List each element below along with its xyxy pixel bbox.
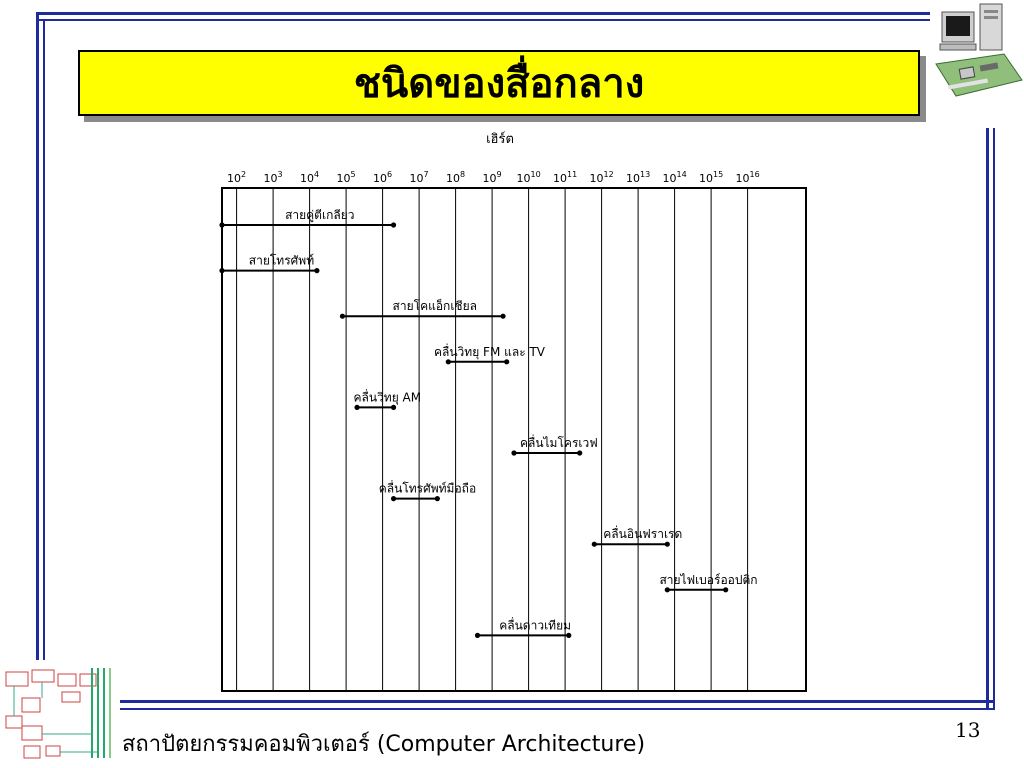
frame-top-line-2	[36, 19, 930, 21]
range-end-dot	[504, 359, 510, 365]
frame-left-line-2	[43, 19, 45, 660]
range-label: คลื่นอินฟราเรด	[603, 525, 682, 541]
frame-left-line-1	[36, 12, 39, 660]
block-diagram-thumbnail-icon	[5, 668, 111, 759]
range-end-dot	[566, 632, 572, 639]
range-label: สายโทรศัพท์	[249, 254, 314, 268]
tick-label: 103	[264, 170, 283, 185]
frame-top-line-1	[36, 12, 930, 15]
range-end-dot	[390, 404, 397, 410]
title-box: ชนิดของสื่อกลาง	[78, 50, 920, 116]
range-start-dot	[219, 268, 225, 274]
frame-bottom-line-1	[120, 700, 995, 703]
range-label: คลื่นวิทยุ FM และ TV	[434, 343, 546, 360]
footer-course-title: สถาปัตยกรรมคอมพิวเตอร์ (Computer Archite…	[122, 732, 646, 757]
range-start-dot	[511, 450, 517, 456]
range-start-dot	[474, 632, 481, 639]
range-start-dot	[445, 359, 451, 365]
tick-label: 102	[227, 170, 246, 185]
tick-label: 1011	[553, 170, 577, 185]
range-label: คลื่นโทรศัพท์มือถือ	[379, 480, 476, 496]
axis-unit-label: เฮิร์ต	[486, 131, 514, 147]
tick-label: 1014	[663, 170, 687, 185]
range-end-dot	[434, 496, 440, 502]
tick-label: 106	[373, 170, 392, 185]
tick-label: 1013	[626, 170, 650, 185]
tick-label: 1010	[517, 170, 541, 185]
range-label: คลื่นวิทยุ AM	[353, 388, 421, 405]
tick-label: 109	[483, 170, 502, 185]
tick-label: 108	[446, 170, 465, 185]
computer-illustration-icon	[935, 3, 1023, 97]
tick-label: 1015	[699, 170, 723, 185]
range-start-dot	[339, 313, 346, 319]
range-label: สายคู่ตีเกลียว	[285, 208, 354, 223]
frame-right-line-1	[986, 128, 989, 710]
range-start-dot	[664, 587, 670, 593]
frame-bottom-line-2	[120, 708, 995, 710]
range-end-dot	[314, 268, 320, 274]
range-end-dot	[577, 450, 583, 456]
range-end-dot	[390, 222, 397, 228]
range-start-dot	[591, 541, 597, 547]
tick-label: 1016	[736, 170, 760, 185]
range-label: คลื่นไมโครเวฟ	[520, 434, 598, 450]
tick-label: 107	[410, 170, 429, 185]
range-end-dot	[723, 587, 729, 593]
page-number: 13	[955, 718, 981, 742]
range-label: สายโคแอ็กเชียล	[393, 298, 477, 313]
tick-label: 105	[337, 170, 356, 185]
tick-label: 1012	[590, 170, 614, 185]
range-start-dot	[354, 404, 360, 410]
tick-label: 104	[300, 170, 319, 185]
range-end-dot	[664, 541, 670, 547]
chart-frame	[221, 187, 807, 692]
page-title: ชนิดของสื่อกลาง	[353, 61, 645, 107]
range-label: คลื่นดาวเทียม	[499, 616, 571, 632]
range-start-dot	[390, 496, 397, 502]
range-start-dot	[219, 222, 225, 228]
range-end-dot	[500, 313, 506, 319]
frame-right-line-2	[993, 128, 995, 710]
range-label: สายไฟเบอร์ออปติก	[659, 573, 757, 587]
